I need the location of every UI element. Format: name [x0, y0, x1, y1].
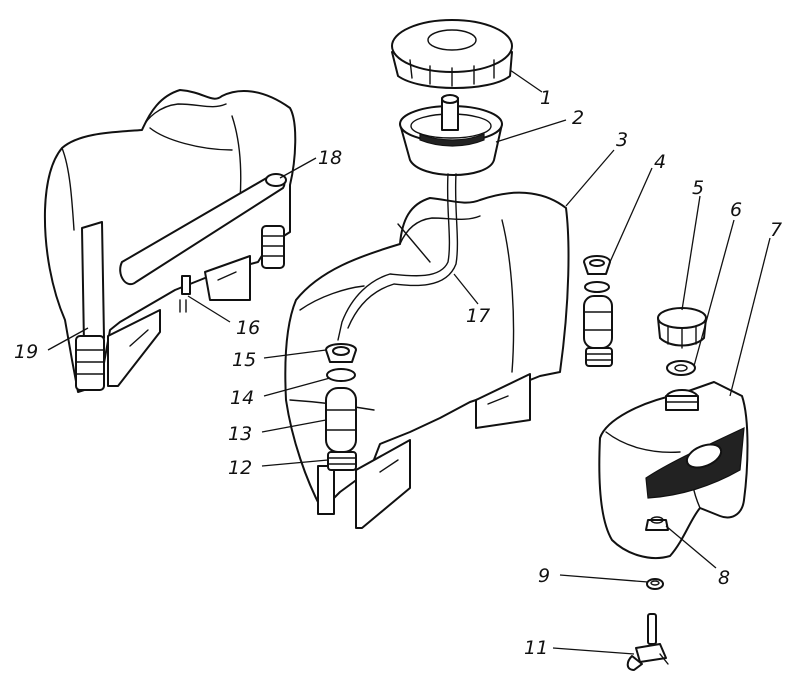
leader-11: [552, 647, 635, 655]
callout-8: 8: [718, 567, 730, 589]
leader-15: [263, 349, 327, 359]
callout-19: 19: [14, 341, 38, 363]
callout-9: 9: [538, 565, 550, 587]
callout-13: 13: [228, 423, 252, 445]
filler-cap: [391, 19, 513, 89]
leader-5: [681, 195, 701, 311]
washer: [666, 360, 696, 376]
callout-4: 4: [654, 151, 666, 173]
callout-17: 17: [466, 305, 490, 327]
leader-1: [509, 69, 543, 93]
callout-1: 1: [540, 87, 552, 109]
leader-4: [609, 167, 653, 263]
leader-3: [565, 149, 615, 207]
leader-18: [279, 157, 317, 179]
fuel-cock: [626, 613, 669, 671]
drain-nut: [646, 578, 664, 590]
leader-6: [693, 219, 735, 367]
callout-7: 7: [770, 219, 782, 241]
leader-9: [559, 574, 649, 583]
callout-14: 14: [230, 387, 254, 409]
filter-assembly-left: [325, 343, 357, 471]
filter-cup: [399, 94, 503, 176]
leader-17: [453, 273, 479, 305]
small-cap: [657, 307, 707, 349]
callout-5: 5: [692, 177, 704, 199]
callout-12: 12: [228, 457, 252, 479]
callout-labels: 1 2 3 4 5 6 7 8 9 11 12 13 14 15 16 17 1…: [14, 87, 782, 659]
callout-16: 16: [236, 317, 260, 339]
leader-19: [47, 327, 89, 351]
leader-16: [187, 295, 231, 323]
leader-12: [261, 459, 329, 467]
leader-7: [729, 237, 771, 397]
callout-6: 6: [730, 199, 742, 221]
rear-tank-inner-view: [43, 89, 297, 393]
leader-8: [665, 525, 717, 569]
callout-18: 18: [318, 147, 342, 169]
leader-14: [263, 377, 331, 397]
filter-assembly-right: [583, 255, 613, 367]
callout-3: 3: [616, 129, 628, 151]
auxiliary-tank: [598, 381, 749, 560]
callout-15: 15: [232, 349, 256, 371]
leader-13: [261, 419, 327, 433]
leader-lines: [47, 69, 771, 655]
callout-2: 2: [572, 107, 584, 129]
leader-2: [495, 119, 567, 143]
callout-11: 11: [524, 637, 548, 659]
